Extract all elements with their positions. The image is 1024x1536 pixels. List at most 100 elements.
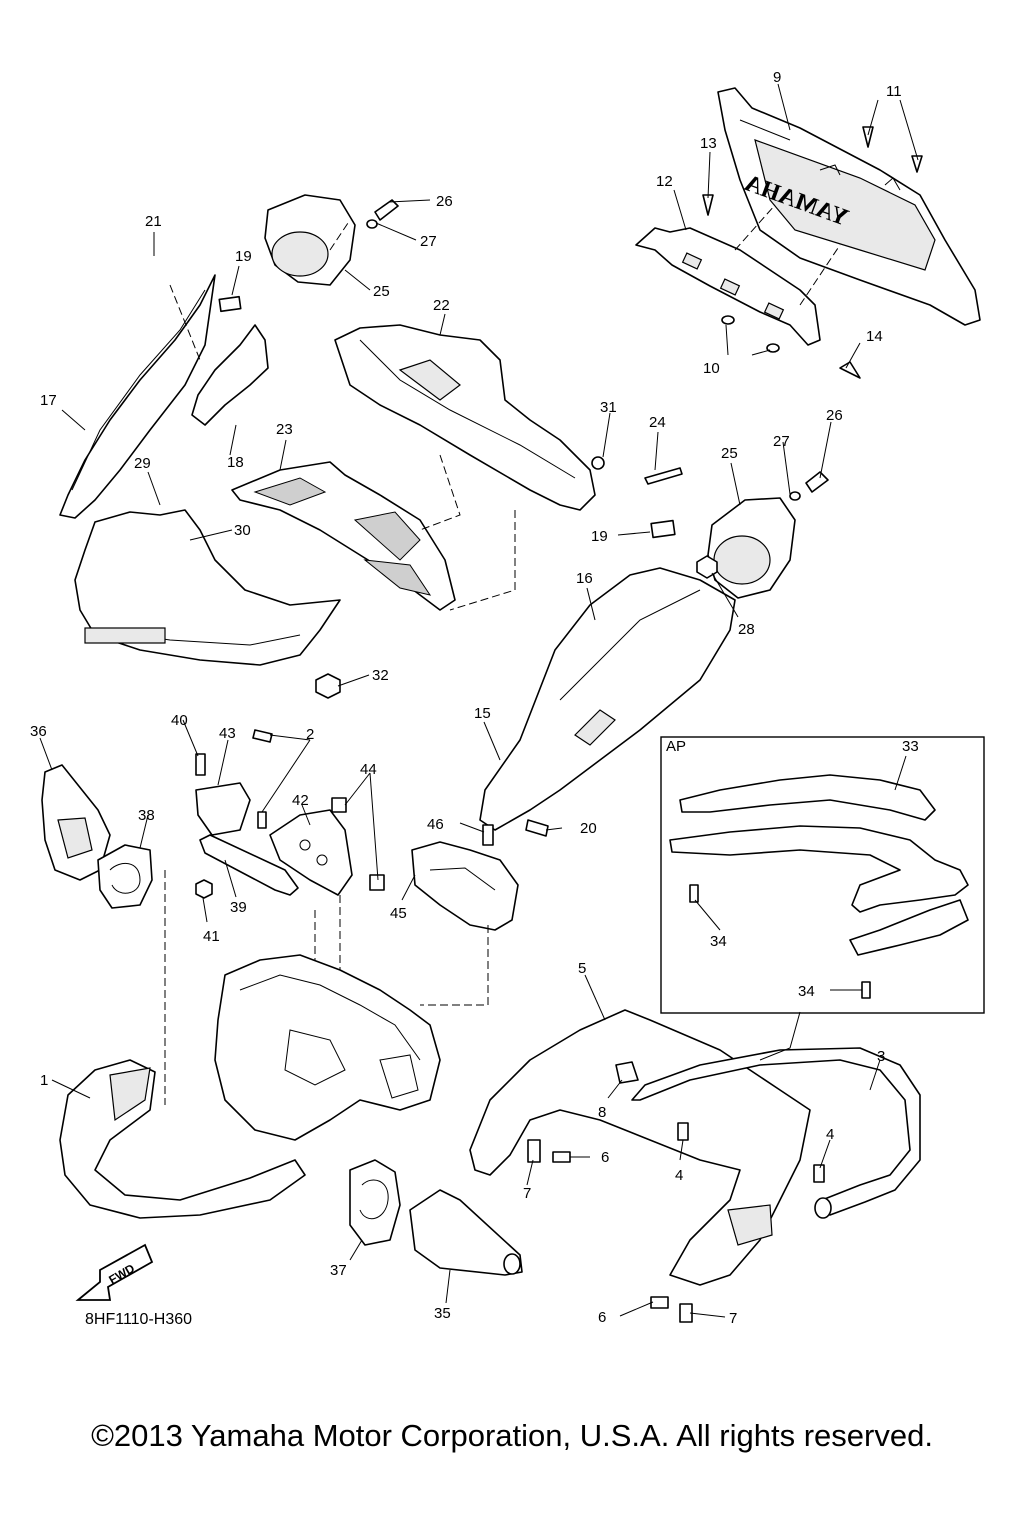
callout-18: 18 bbox=[227, 454, 244, 471]
part-19-pad bbox=[218, 295, 242, 313]
part-17-side-cover bbox=[59, 274, 216, 519]
callout-43: 43 bbox=[219, 725, 236, 742]
part-6-bolt-b bbox=[650, 1296, 669, 1309]
part-22-tail-cowl bbox=[334, 324, 596, 511]
part-44-bolt-b bbox=[369, 874, 385, 891]
callout-26: 26 bbox=[436, 193, 453, 210]
part-8-clip bbox=[615, 1061, 639, 1084]
part-3-bar bbox=[631, 1047, 921, 1219]
part-5-rear-cover bbox=[469, 1009, 811, 1286]
callout-22: 22 bbox=[433, 297, 450, 314]
part-7-clip-a bbox=[527, 1139, 541, 1163]
assembly-line-e bbox=[734, 204, 841, 306]
callout-39: 39 bbox=[230, 899, 247, 916]
assembly-line-c bbox=[419, 454, 461, 531]
part-27-washer-right bbox=[789, 491, 801, 501]
callout-6: 6 bbox=[601, 1149, 609, 1166]
assembly-line-a bbox=[169, 284, 201, 361]
callout-27: 27 bbox=[773, 433, 790, 450]
callout-44: 44 bbox=[360, 761, 377, 778]
callout-26: 26 bbox=[826, 407, 843, 424]
fasteners-10-14 bbox=[702, 126, 923, 379]
part-26-bolt-upper bbox=[374, 199, 399, 221]
callout-38: 38 bbox=[138, 807, 155, 824]
callout-17: 17 bbox=[40, 392, 57, 409]
part-41-nut bbox=[195, 879, 213, 899]
callout-32: 32 bbox=[372, 667, 389, 684]
callout-16: 16 bbox=[576, 570, 593, 587]
callout-40: 40 bbox=[171, 712, 188, 729]
front-frame-assembly bbox=[214, 954, 441, 1141]
callout-34: 34 bbox=[798, 983, 815, 1000]
part-46-screw bbox=[482, 824, 494, 846]
part-42-plate bbox=[269, 809, 353, 896]
callout-15: 15 bbox=[474, 705, 491, 722]
callout-25: 25 bbox=[721, 445, 738, 462]
copyright-notice: ©2013 Yamaha Motor Corporation, U.S.A. A… bbox=[91, 1418, 933, 1453]
part-38-cap bbox=[97, 844, 153, 909]
callout-20: 20 bbox=[580, 820, 597, 837]
callout-10: 10 bbox=[703, 360, 720, 377]
callout-31: 31 bbox=[600, 399, 617, 416]
callout-33: 33 bbox=[902, 738, 919, 755]
part-25-ring-upper bbox=[264, 194, 356, 286]
diagram-code: 8HF1110-H360 bbox=[85, 1311, 192, 1328]
part-18-duct bbox=[191, 324, 269, 426]
callout-28: 28 bbox=[738, 621, 755, 638]
callout-34: 34 bbox=[710, 933, 727, 950]
callout-3: 3 bbox=[877, 1048, 885, 1065]
part-29-lower-cowl bbox=[74, 509, 341, 666]
callout-11: 11 bbox=[886, 83, 902, 100]
callout-4: 4 bbox=[675, 1167, 683, 1184]
part-24-rivet bbox=[644, 467, 683, 485]
part-20-bolt bbox=[525, 819, 549, 837]
part-9-rear-panel: YAMAHA bbox=[717, 87, 981, 326]
part-19-pad-right bbox=[650, 519, 676, 539]
assembly-line-d bbox=[449, 510, 516, 611]
part-26-bolt-right bbox=[805, 471, 829, 493]
part-37-cover bbox=[349, 1159, 401, 1246]
part-4-bolt-a bbox=[677, 1122, 689, 1141]
callout-labels: 1 2 3 4 4 5 6 6 7 7 8 9 10 11 12 13 14 1… bbox=[30, 69, 919, 1327]
part-40-bolt bbox=[195, 753, 206, 776]
ap-inset-box bbox=[660, 736, 985, 1014]
callout-1: 1 bbox=[40, 1072, 48, 1089]
part-2-bolt-b bbox=[257, 811, 267, 829]
assembly-line-b bbox=[329, 219, 351, 251]
callout-46: 46 bbox=[427, 816, 444, 833]
callout-4: 4 bbox=[826, 1126, 834, 1143]
callout-45: 45 bbox=[390, 905, 407, 922]
part-16-muffler-cover bbox=[479, 567, 736, 831]
part-43-bracket bbox=[195, 782, 251, 836]
callout-24: 24 bbox=[649, 414, 666, 431]
fwd-arrow-icon: FWD bbox=[75, 1243, 154, 1301]
leader-lines bbox=[39, 83, 919, 1318]
callout-7: 7 bbox=[729, 1310, 737, 1327]
part-39-rod bbox=[199, 834, 299, 896]
callout-41: 41 bbox=[203, 928, 220, 945]
part-44-bolt-a bbox=[331, 797, 347, 813]
part-34-bolt-a bbox=[689, 884, 699, 903]
callout-6: 6 bbox=[598, 1309, 606, 1326]
callout-25: 25 bbox=[373, 283, 390, 300]
callout-36: 36 bbox=[30, 723, 47, 740]
part-6-bolt-a bbox=[552, 1151, 571, 1163]
part-31-screw bbox=[591, 456, 605, 470]
callout-8: 8 bbox=[598, 1104, 606, 1121]
callout-5: 5 bbox=[578, 960, 586, 977]
callout-23: 23 bbox=[276, 421, 293, 438]
callout-27: 27 bbox=[420, 233, 437, 250]
part-12-bracket bbox=[635, 227, 821, 346]
part-7-clip-b bbox=[679, 1303, 693, 1323]
callout-30: 30 bbox=[234, 522, 251, 539]
part-25-ring-right bbox=[707, 497, 796, 599]
callout-29: 29 bbox=[134, 455, 151, 472]
callout-9: 9 bbox=[773, 69, 781, 86]
part-34-bolt-b bbox=[861, 981, 871, 999]
callout-2: 2 bbox=[306, 726, 314, 743]
part-35-intake bbox=[409, 1189, 523, 1276]
part-27-washer-upper bbox=[366, 219, 378, 229]
callout-14: 14 bbox=[866, 328, 883, 345]
part-23-mesh-bracket bbox=[231, 461, 456, 611]
